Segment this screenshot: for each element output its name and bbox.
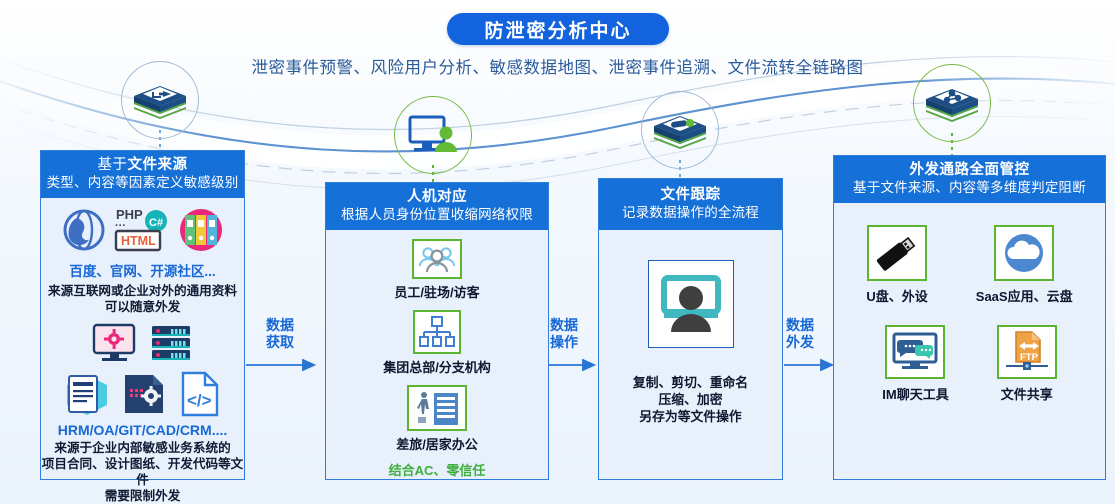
arrow-label-data-acquire: 数据 获取 xyxy=(266,317,294,351)
settings-box-icon xyxy=(124,375,163,413)
card-outbound-control[interactable]: 外发通路全面管控 基于文件来源、内容等多维度判定阻断 U盘、外设 xyxy=(833,155,1106,480)
arrow-label-line1: 数据 xyxy=(550,317,578,333)
node-network xyxy=(913,64,991,142)
card-caption: 复制、剪切、重命名 压缩、加密 另存为等文件操作 xyxy=(632,375,749,424)
arrow-label-data-outbound: 数据 外发 xyxy=(786,317,814,351)
item-label: IM聊天工具 xyxy=(882,387,949,402)
card-subtitle: 类型、内容等因素定义敏感级别 xyxy=(46,175,239,190)
icon-usb-drive xyxy=(867,225,928,281)
arrow-label-line1: 数据 xyxy=(266,317,294,333)
icon-users-group xyxy=(412,239,462,279)
icon-traveler-building xyxy=(407,385,467,431)
card-file-source[interactable]: 基于文件来源 类型、内容等因素定义敏感级别 PHP ··· C# HTML xyxy=(40,150,245,503)
card-title: 文件跟踪 xyxy=(660,187,721,203)
node-ring xyxy=(394,96,472,174)
card-title-prefix: 基于 xyxy=(97,157,128,173)
ftp-share-icon: FTP xyxy=(1005,331,1048,370)
group-caption-blue: HRM/OA/GIT/CAD/CRM.... xyxy=(57,422,228,438)
card-subtitle: 根据人员身份位置收缩网络权限 xyxy=(341,207,533,222)
card-body: 复制、剪切、重命名 压缩、加密 另存为等文件操作 xyxy=(599,230,782,479)
arrow-label-line2: 操作 xyxy=(550,334,578,350)
card-header: 基于文件来源 类型、内容等因素定义敏感级别 xyxy=(41,151,244,198)
card-file-tracking[interactable]: 文件跟踪 记录数据操作的全流程 复制、剪切、重命名 压缩、加密 另存为等文件操作 xyxy=(598,178,783,480)
item-label: U盘、外设 xyxy=(866,289,928,304)
code-php-html-csharp-icon: PHP ··· C# HTML xyxy=(114,207,167,252)
arrow-label-line2: 获取 xyxy=(266,334,294,350)
card-title: 人机对应 xyxy=(407,189,467,205)
traveler-building-icon xyxy=(417,392,458,425)
card-footnote: 结合AC、零信任 xyxy=(388,463,486,478)
node-ring xyxy=(121,61,199,139)
card-subtitle: 基于文件来源、内容等多维度判定阻断 xyxy=(853,180,1086,195)
node-file-tracking xyxy=(641,91,719,169)
icon-ftp-share: FTP xyxy=(996,325,1057,379)
group-caption-dark: 来源互联网或企业对外的通用资料 可以随意外发 xyxy=(48,284,237,314)
svg-text:C#: C# xyxy=(149,217,163,229)
node-data-layer xyxy=(121,61,199,139)
icon-person-monitor xyxy=(647,260,734,348)
code-file-icon: </> xyxy=(181,371,218,417)
page-subtitle: 泄密事件预警、风险用户分析、敏感数据地图、泄密事件追溯、文件流转全链路图 xyxy=(251,59,864,77)
card-title: 文件来源 xyxy=(127,157,188,173)
page-title: 防泄密分析中心 xyxy=(447,13,669,45)
org-structure-icon xyxy=(419,316,455,347)
icon-cloud xyxy=(994,225,1055,281)
folders-icon xyxy=(179,209,222,251)
group-caption-dark: 来源于企业内部敏感业务系统的 项目合同、设计图纸、开发代码等文件 需要限制外发 xyxy=(41,441,244,503)
globe-icon xyxy=(63,209,104,251)
arrow-label-line1: 数据 xyxy=(786,317,814,333)
cloud-icon xyxy=(1005,234,1044,272)
card-header: 人机对应 根据人员身份位置收缩网络权限 xyxy=(326,183,548,230)
icon-org-structure xyxy=(413,310,461,354)
node-user-terminal xyxy=(394,96,472,174)
person-monitor-icon xyxy=(660,275,721,332)
arrow-label-line2: 外发 xyxy=(786,334,814,350)
item-label: 差旅/居家办公 xyxy=(396,437,478,452)
svg-text:HTML: HTML xyxy=(121,234,156,248)
card-body: 员工/驻场/访客 集团总部/分支机构 xyxy=(326,230,548,479)
svg-text:</>: </> xyxy=(187,391,212,410)
icon-im-chat xyxy=(885,325,946,379)
card-body: PHP ··· C# HTML xyxy=(41,198,244,504)
monitor-gear-icon xyxy=(92,323,135,361)
group-caption-blue: 百度、官网、开源社区... xyxy=(69,264,216,279)
server-rack-icon xyxy=(151,326,190,360)
arrow-label-data-operate: 数据 操作 xyxy=(550,317,578,351)
item-label: SaaS应用、云盘 xyxy=(975,289,1073,304)
svg-text:PHP: PHP xyxy=(116,207,143,222)
item-label: 集团总部/分支机构 xyxy=(383,360,491,375)
users-group-icon xyxy=(419,247,455,273)
svg-text:FTP: FTP xyxy=(1020,352,1039,363)
document-icon xyxy=(66,375,107,415)
card-header: 外发通路全面管控 基于文件来源、内容等多维度判定阻断 xyxy=(834,156,1105,203)
node-ring xyxy=(913,64,991,142)
card-body: U盘、外设 SaaS应用、云盘 xyxy=(834,203,1105,479)
node-ring xyxy=(641,91,719,169)
card-title: 外发通路全面管控 xyxy=(909,162,1030,178)
card-header: 文件跟踪 记录数据操作的全流程 xyxy=(599,179,782,230)
card-subtitle: 记录数据操作的全流程 xyxy=(622,205,759,220)
usb-drive-icon xyxy=(877,236,916,271)
item-label: 文件共享 xyxy=(1000,387,1053,402)
im-chat-icon xyxy=(892,332,938,369)
svg-text:···: ··· xyxy=(115,220,126,232)
item-label: 员工/驻场/访客 xyxy=(394,285,480,300)
card-human-machine[interactable]: 人机对应 根据人员身份位置收缩网络权限 员工/驻场/访客 xyxy=(325,182,549,480)
